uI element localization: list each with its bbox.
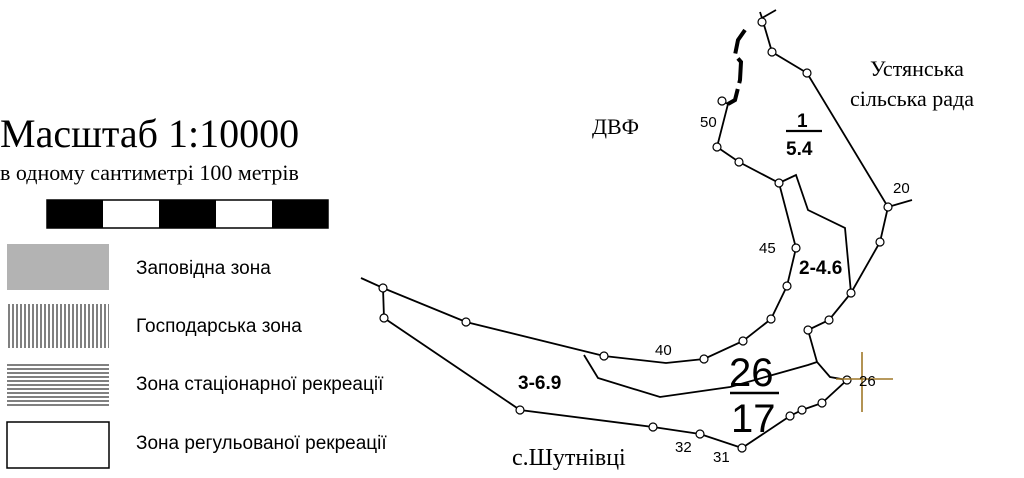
vertex bbox=[599, 351, 609, 361]
vertex bbox=[738, 336, 748, 346]
boundary-number-32: 32 bbox=[675, 439, 692, 456]
vertex bbox=[802, 68, 812, 78]
boundary-vertices bbox=[378, 17, 893, 453]
label-village: с.Шутнівці bbox=[512, 445, 626, 471]
crosshair-marker-icon bbox=[836, 352, 893, 412]
vertex bbox=[378, 283, 388, 293]
scale-bar-segment-1 bbox=[47, 200, 103, 228]
total-area-numerator: 26 bbox=[729, 351, 774, 395]
vertex bbox=[717, 96, 727, 106]
vertex bbox=[785, 411, 795, 421]
boundary-number-45: 45 bbox=[759, 240, 776, 257]
boundary-number-40: 40 bbox=[655, 342, 672, 359]
boundary-number-26: 26 bbox=[859, 373, 876, 390]
vertex bbox=[737, 443, 747, 453]
label-ustia-line1: Устянська bbox=[870, 56, 964, 81]
legend bbox=[6, 244, 110, 469]
vertex bbox=[875, 237, 885, 247]
vertex bbox=[791, 243, 801, 253]
fraction-lines bbox=[730, 129, 822, 395]
legend-label-reserve: Заповідна зона bbox=[136, 258, 271, 279]
boundary-tail-top bbox=[759, 9, 777, 19]
scale-bar-segment-5 bbox=[272, 200, 328, 228]
vertex bbox=[782, 281, 792, 291]
vertex bbox=[846, 288, 856, 298]
vertex bbox=[774, 178, 784, 188]
zone-2-label: 2-4.6 bbox=[799, 258, 842, 279]
vertex bbox=[695, 429, 705, 439]
vertex bbox=[461, 317, 471, 327]
zone-1-numerator: 1 bbox=[797, 111, 808, 132]
vertex bbox=[757, 17, 767, 27]
scale-bar-segment-3 bbox=[159, 200, 216, 228]
label-dvf: ДВФ bbox=[592, 114, 639, 139]
vertex bbox=[766, 314, 776, 324]
vertex bbox=[817, 398, 827, 408]
label-ustia-line2: сільська рада bbox=[850, 86, 974, 111]
legend-label-stationary: Зона стаціонарної рекреації bbox=[136, 374, 384, 395]
boundary-number-50: 50 bbox=[700, 114, 717, 131]
scale-title: Масштаб 1:10000 bbox=[0, 111, 300, 156]
legend-swatch-reserve bbox=[7, 244, 109, 290]
boundary-number-31: 31 bbox=[713, 449, 730, 466]
zone-boundaries bbox=[360, 9, 913, 449]
boundary-number-20: 20 bbox=[893, 180, 910, 197]
legend-swatch-regulated bbox=[6, 421, 110, 469]
outer-boundary bbox=[382, 17, 889, 449]
vertex bbox=[734, 157, 744, 167]
vertex bbox=[699, 354, 709, 364]
vertex bbox=[379, 313, 389, 323]
vertex bbox=[842, 375, 852, 385]
vertex bbox=[767, 47, 777, 57]
vertex bbox=[883, 202, 893, 212]
vertex bbox=[515, 405, 525, 415]
zone-boundary-1-2 bbox=[778, 173, 852, 294]
vertex bbox=[712, 142, 722, 152]
scale-bar bbox=[46, 199, 329, 229]
vertex bbox=[797, 405, 807, 415]
zone-1-denominator: 5.4 bbox=[786, 139, 813, 160]
river-segment bbox=[727, 28, 747, 106]
legend-swatch-economic bbox=[7, 304, 109, 348]
total-area-denominator: 17 bbox=[731, 397, 776, 441]
vertex bbox=[824, 315, 834, 325]
vertex bbox=[803, 325, 813, 335]
scale-subtitle: в одному сантиметрі 100 метрів bbox=[0, 160, 299, 185]
legend-label-economic: Господарська зона bbox=[136, 316, 302, 337]
legend-label-regulated: Зона регульованої рекреації bbox=[136, 433, 387, 454]
zone-boundary-3-inner bbox=[583, 354, 818, 398]
vertex bbox=[648, 422, 658, 432]
legend-swatch-stationary bbox=[7, 362, 109, 408]
zone-3-label: 3-6.9 bbox=[518, 373, 561, 394]
